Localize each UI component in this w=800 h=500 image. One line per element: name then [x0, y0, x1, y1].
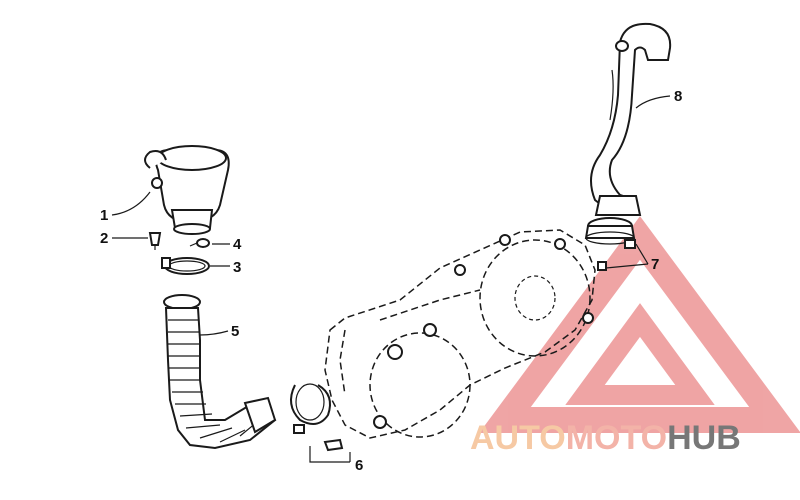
svg-text:AUTOMOTOHUB: AUTOMOTOHUB — [470, 419, 741, 457]
callout-2: 2 — [100, 230, 108, 247]
callout-3: 3 — [233, 259, 241, 276]
watermark-inner-triangle — [565, 303, 715, 405]
duct-coupler — [584, 217, 636, 271]
intake-duct — [163, 294, 277, 450]
callout-7: 7 — [651, 256, 659, 273]
callout-1: 1 — [100, 207, 108, 224]
screw — [148, 232, 162, 250]
watermark-word-auto: AUTO — [470, 419, 566, 457]
watermark-word-moto: MOTO — [566, 419, 667, 457]
watermark-word-hub: HUB — [667, 419, 741, 457]
callout-8: 8 — [674, 88, 682, 105]
cover-clamp — [290, 383, 344, 452]
engine-cover — [324, 229, 596, 439]
leader-lines — [111, 95, 671, 463]
watermark-logo — [479, 216, 800, 433]
ring-clamp — [161, 257, 210, 275]
small-screw — [189, 238, 210, 248]
watermark-wordmark: AUTOMOTOHUB — [470, 419, 741, 457]
air-filter — [144, 145, 230, 235]
outlet-duct — [590, 22, 672, 216]
watermark-triangle — [479, 216, 800, 433]
callout-5: 5 — [231, 323, 239, 340]
callout-4: 4 — [233, 236, 242, 253]
callout-6: 6 — [355, 457, 363, 474]
